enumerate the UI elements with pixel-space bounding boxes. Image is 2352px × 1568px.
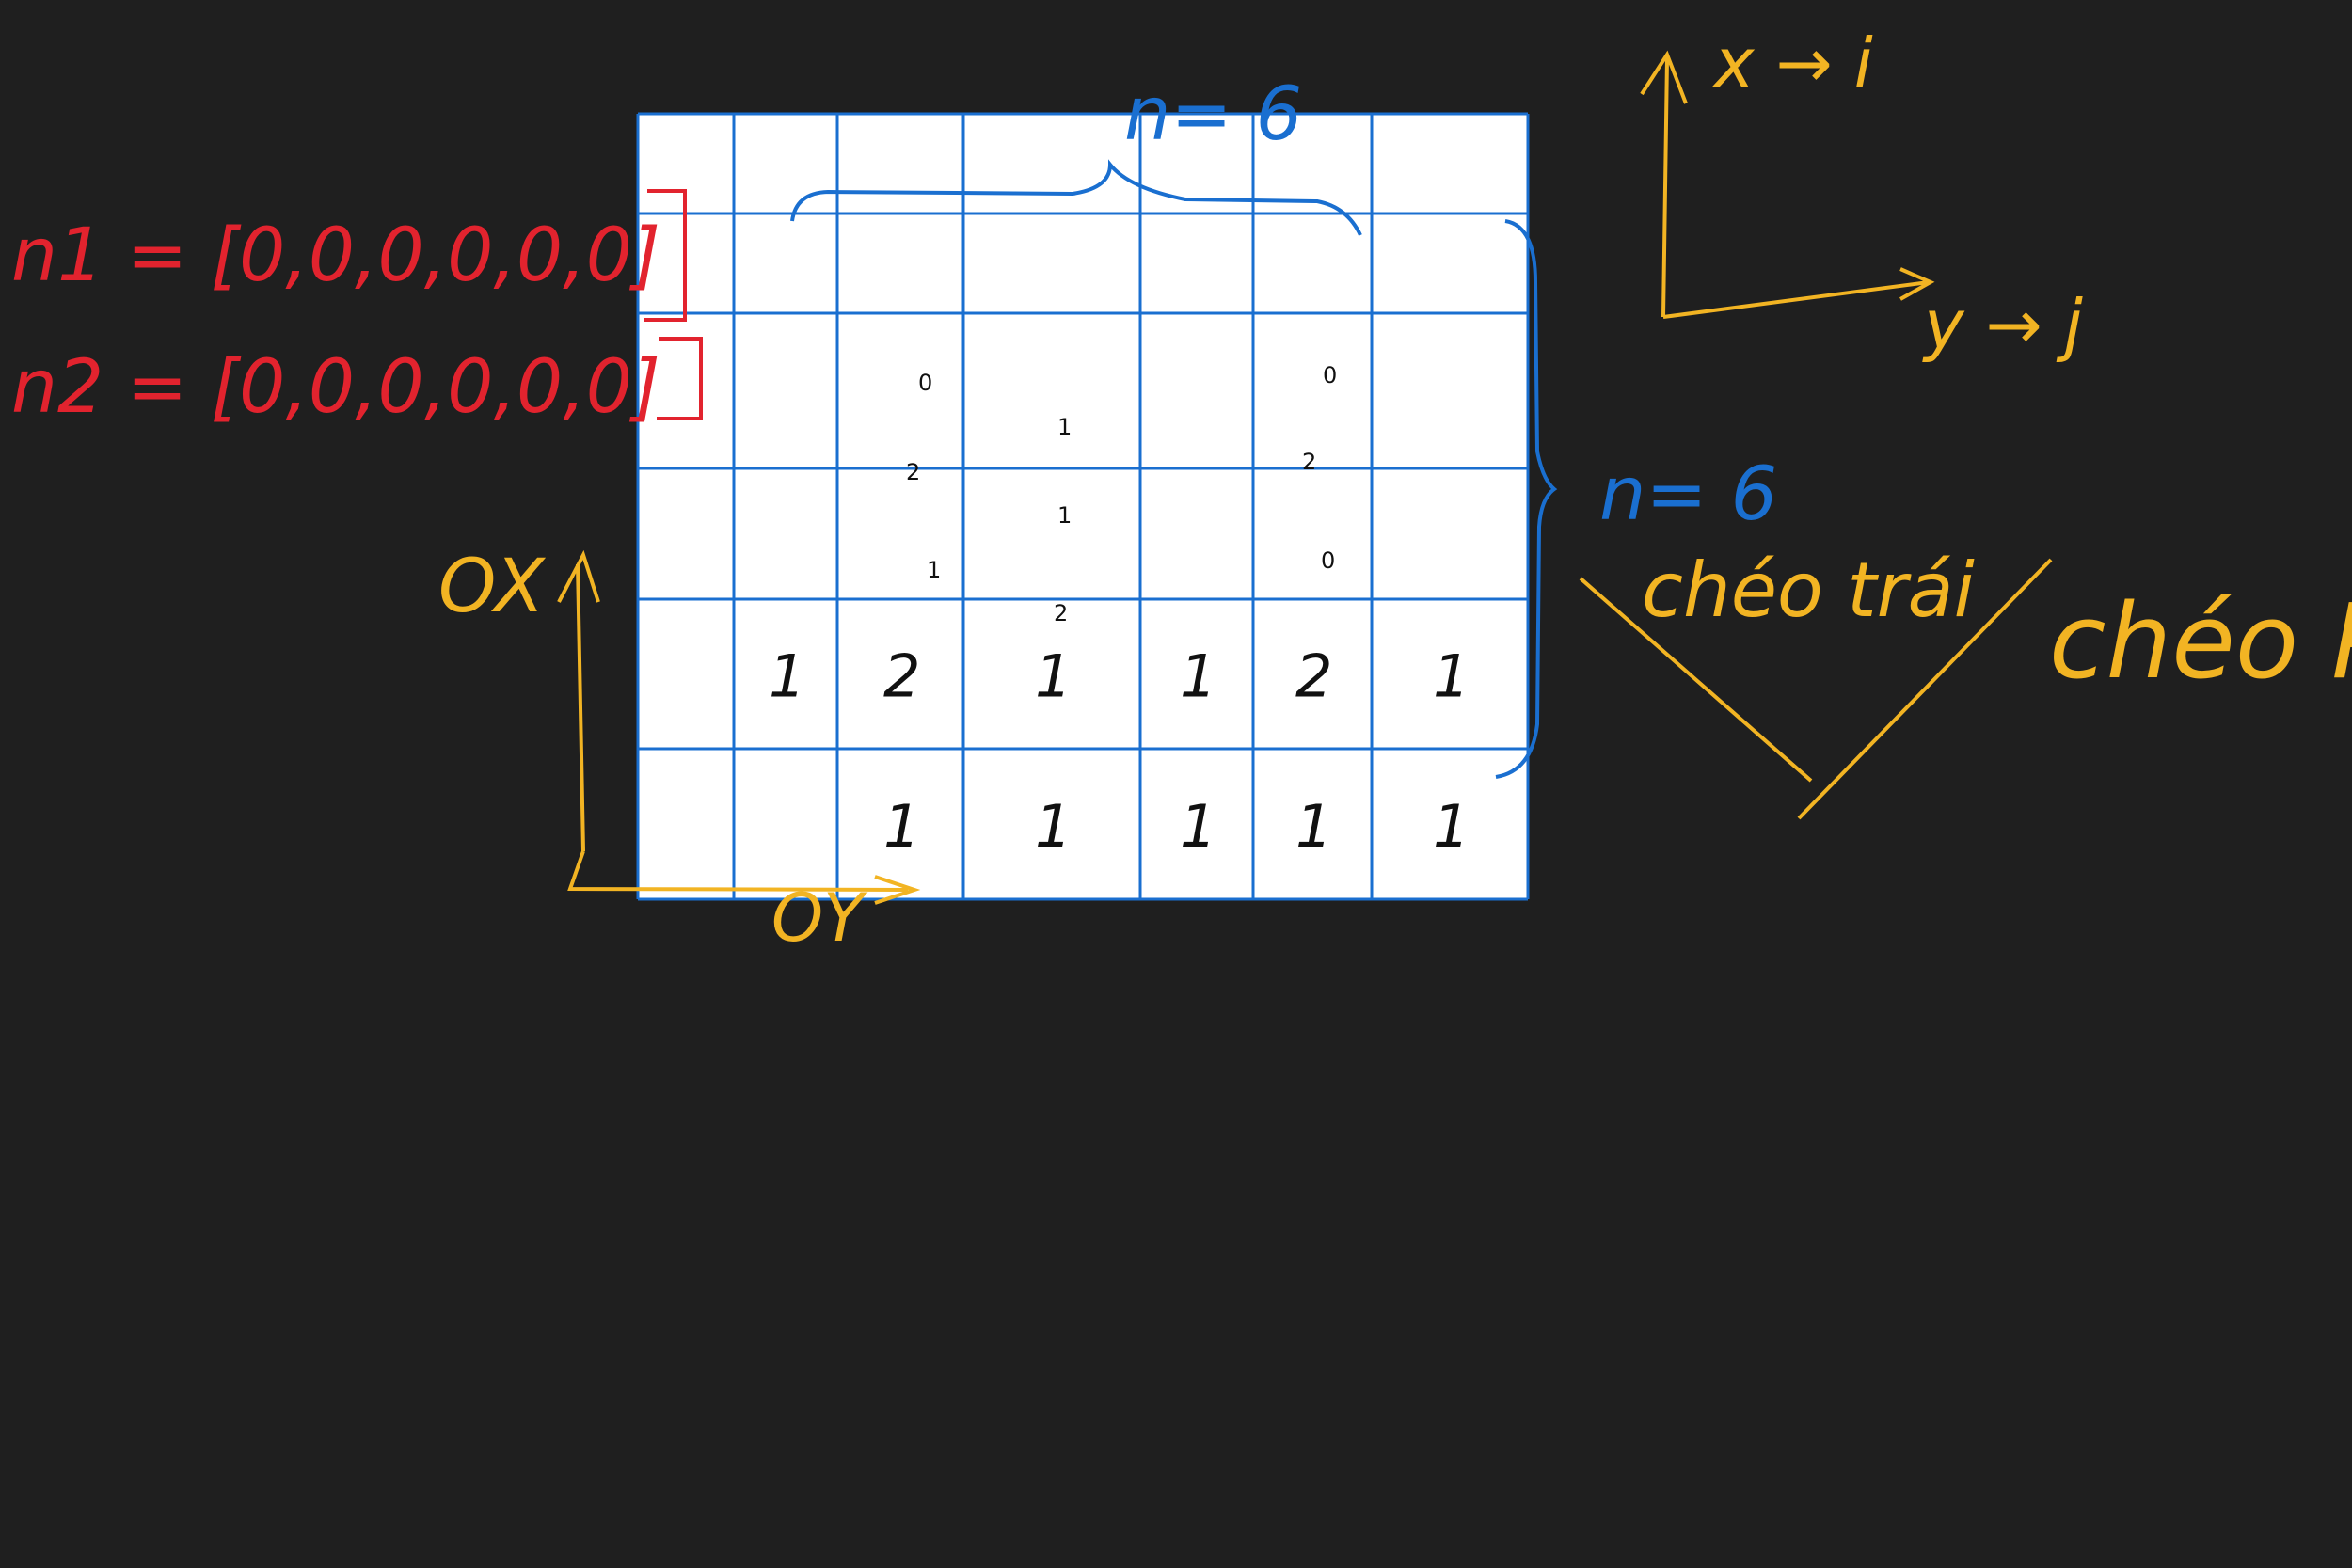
grid-note-c1r2b: 2 — [906, 459, 920, 485]
axis-x-label: x → i — [1712, 24, 1873, 103]
grid-cell-value-r5-c2: 1 — [1035, 792, 1072, 861]
grid-cell-value-r5-c5: 1 — [1433, 792, 1470, 861]
grid-note-c1r2a: 0 — [918, 370, 932, 396]
red-n2-array: n2 = [0,0,0,0,0,0] — [11, 345, 660, 430]
grid-cell-value-r4-c0: 1 — [769, 642, 805, 711]
yellow-axis-vertical — [1640, 50, 1688, 318]
ox-label: OX — [438, 545, 546, 629]
grid-note-c4r2a: 0 — [1323, 362, 1337, 388]
red-bracket-n2 — [657, 337, 703, 420]
yellow-ox-arrow — [557, 549, 600, 852]
blue-top-brace — [790, 159, 1362, 236]
diag-left-label: chéo trái — [1642, 546, 1975, 634]
red-bracket-n1 — [644, 189, 687, 322]
grid-note-c1r3: 1 — [927, 557, 941, 583]
grid-big-numbers: 1 2 1 1 2 1 1 1 1 1 1 — [769, 642, 1470, 862]
grid-note-c2r2: 1 — [1057, 414, 1072, 440]
yellow-diagonal-right — [1797, 558, 2053, 820]
grid-note-c2r3b: 2 — [1054, 600, 1068, 626]
grid-board — [638, 114, 1528, 900]
grid-cell-value-r5-c4: 1 — [1295, 792, 1332, 861]
grid-note-c4r2b: 2 — [1302, 449, 1316, 475]
red-n1-array: n1 = [0,0,0,0,0,0] — [11, 214, 660, 298]
grid-cell-value-r4-c1: 2 — [883, 642, 920, 711]
yellow-oy-arrow — [567, 850, 921, 905]
grid-cell-value-r4-c4: 2 — [1295, 642, 1332, 711]
grid-cell-value-r5-c3: 1 — [1180, 792, 1216, 861]
grid-cell-value-r4-c3: 1 — [1180, 642, 1216, 711]
diag-right-label: chéo P — [2049, 581, 2352, 702]
blue-right-brace — [1495, 219, 1558, 779]
grid-cell-value-r4-c2: 1 — [1035, 642, 1072, 711]
grid-cell-value-r4-c5: 1 — [1433, 642, 1470, 711]
yellow-diagonal-left — [1579, 577, 1813, 783]
yellow-axis-horizontal — [1662, 267, 1935, 319]
grid-small-notes: 0 2 1 1 1 2 0 2 0 — [906, 362, 1337, 626]
grid-note-c4r3: 0 — [1321, 547, 1335, 574]
grid-lines — [636, 112, 1530, 901]
blue-top-n-label: n= 6 — [1124, 72, 1302, 157]
grid-note-c2r3a: 1 — [1057, 502, 1072, 529]
axis-y-label: y → j — [1922, 285, 2083, 364]
grid-cell-value-r5-c1: 1 — [883, 792, 920, 861]
oy-label: OY — [771, 879, 868, 957]
blue-right-n-label: n= 6 — [1599, 452, 1777, 537]
